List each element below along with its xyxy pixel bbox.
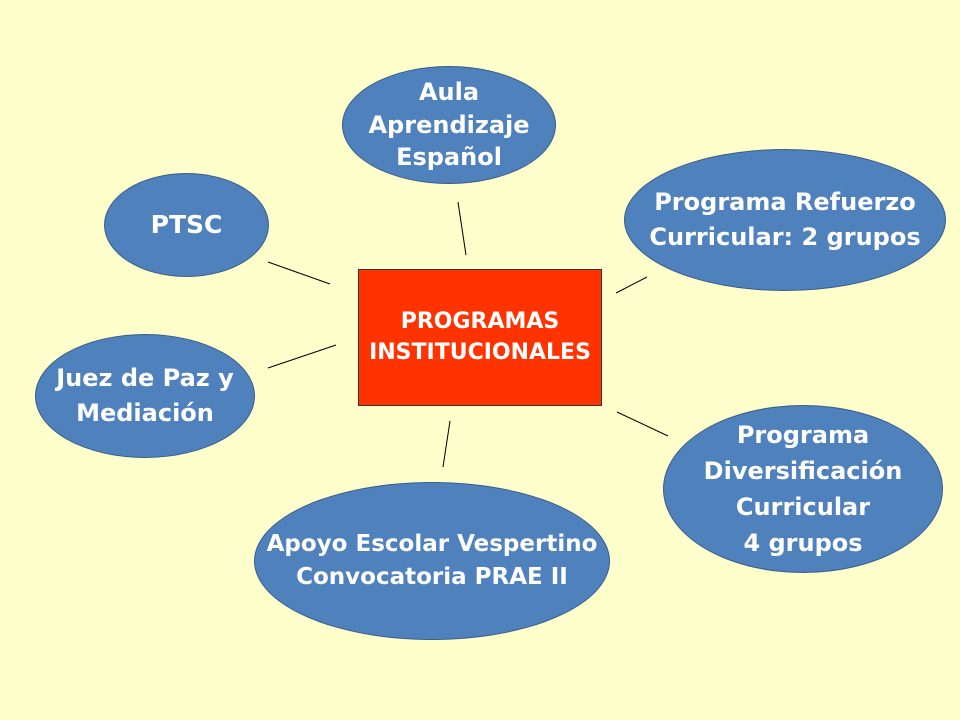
connector-apoyo	[442, 420, 451, 468]
node-label: Español	[396, 143, 502, 172]
connector-ptsc	[267, 261, 331, 285]
center-label-line1: PROGRAMAS	[400, 308, 560, 334]
node-label: 4 grupos	[743, 529, 863, 557]
node-label: Convocatoria PRAE II	[296, 564, 568, 590]
node-label: Aula	[418, 78, 480, 107]
node-label: Juez de Paz y	[56, 364, 234, 393]
node-label: Apoyo Escolar Vespertino	[266, 530, 598, 557]
node-ptsc: PTSC	[104, 173, 269, 277]
node-label: PTSC	[150, 209, 223, 239]
node-label: Mediación	[76, 399, 214, 427]
node-label: Aprendizaje	[368, 110, 530, 139]
center-node-programas-institucionales: PROGRAMAS INSTITUCIONALES	[358, 269, 602, 406]
connector-juez	[267, 344, 337, 369]
node-programa-refuerzo: Programa Refuerzo Curricular: 2 grupos	[624, 149, 946, 291]
node-apoyo-escolar-vespertino: Apoyo Escolar Vespertino Convocatoria PR…	[254, 482, 610, 640]
node-label: Curricular: 2 grupos	[649, 223, 921, 251]
node-label: Diversificación	[703, 457, 903, 485]
node-aula-aprendizaje-espanol: Aula Aprendizaje Español	[342, 66, 556, 184]
connector-diversificacion	[616, 411, 669, 437]
center-label-line2: INSTITUCIONALES	[369, 339, 591, 365]
node-juez-de-paz-mediacion: Juez de Paz y Mediación	[35, 334, 255, 458]
node-programa-diversificacion: Programa Diversificación Curricular 4 gr…	[663, 405, 943, 573]
connector-refuerzo	[615, 276, 648, 294]
node-label: Programa	[736, 421, 870, 449]
node-label: Curricular	[735, 493, 871, 521]
connector-aula	[457, 201, 467, 256]
node-label: Programa Refuerzo	[654, 188, 916, 217]
